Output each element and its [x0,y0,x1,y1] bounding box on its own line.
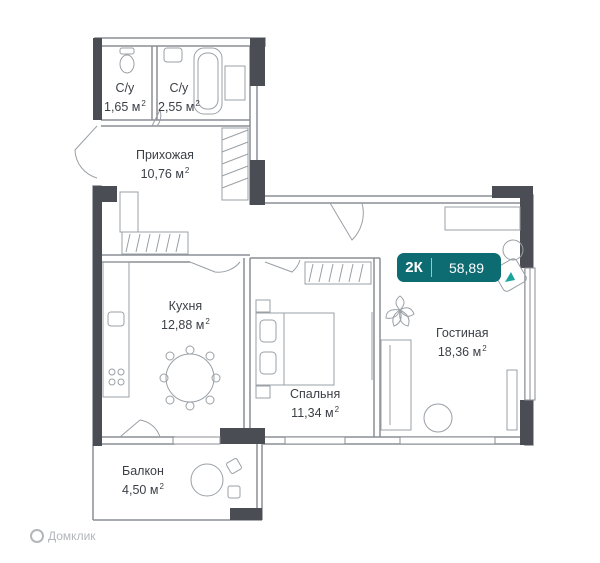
room-label-hallway: Прихожая 10,76 м2 [136,147,194,182]
room-name: Балкон [122,464,164,478]
room-area: 12,88 м2 [161,317,210,332]
room-name: Спальня [290,387,341,401]
badge-divider [431,258,432,277]
windows [172,267,536,445]
room-area: 11,34 м2 [291,405,340,420]
total-area: 58,89 [448,259,485,276]
room-label-bath1: С/у 1,65 м2 [104,80,146,115]
watermark-text: Домклик [48,529,96,543]
room-name: Прихожая [136,148,194,162]
chair-accent-icon [505,272,515,282]
room-label-balcony: Балкон 4,50 м2 [122,463,164,498]
watermark: Домклик [30,529,96,543]
doors [74,108,364,438]
room-count: 2К [405,259,423,276]
furniture [102,47,527,499]
room-area: 1,65 м2 [104,99,146,114]
room-area: 2,55 м2 [158,99,200,114]
room-name: Гостиная [436,326,489,340]
room-label-bath2: С/у 2,55 м2 [158,80,200,115]
room-area: 10,76 м2 [140,166,190,181]
domclick-logo-icon [30,529,44,543]
room-area: 18,36 м2 [437,344,487,359]
room-name: С/у [169,81,189,95]
room-name: С/у [115,81,135,95]
room-label-kitchen: Кухня 12,88 м2 [161,298,210,333]
room-name: Кухня [168,299,203,313]
room-area: 4,50 м2 [122,482,164,497]
room-label-bedroom: Спальня 11,34 м2 [290,386,340,421]
apartment-type-badge: 2К 58,89 [397,253,501,282]
room-label-living: Гостиная 18,36 м2 [436,325,488,360]
